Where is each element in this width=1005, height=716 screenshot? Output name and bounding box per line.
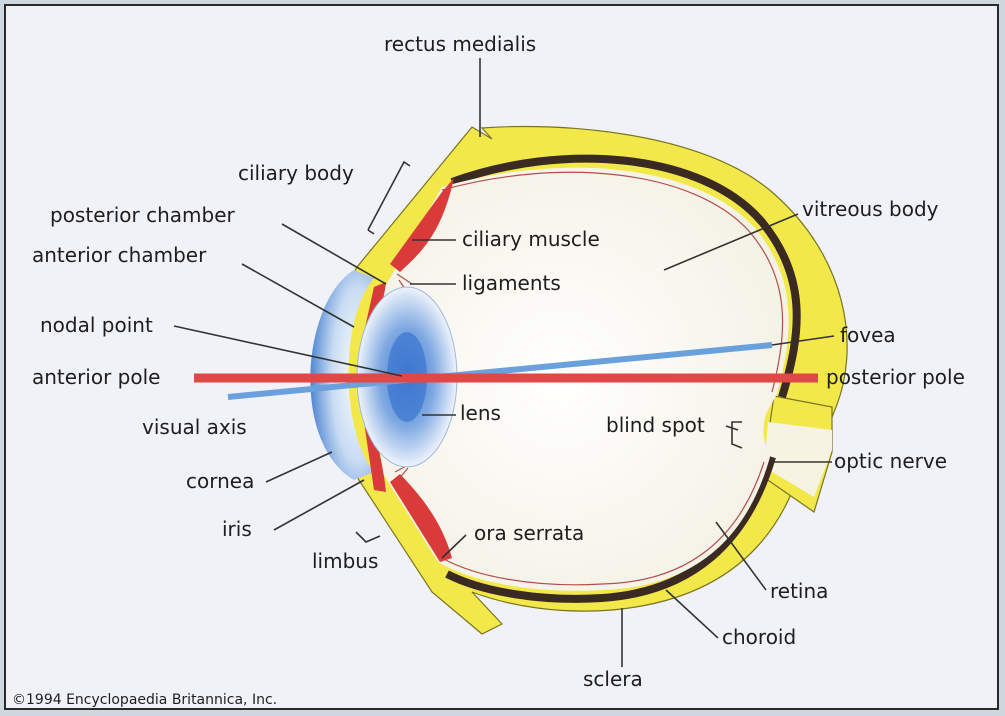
label-ciliary-body: ciliary body bbox=[238, 161, 354, 185]
label-vitreous-body: vitreous body bbox=[802, 197, 939, 221]
label-optic-nerve: optic nerve bbox=[834, 449, 947, 473]
label-posterior-pole: posterior pole bbox=[826, 365, 965, 389]
label-nodal-point: nodal point bbox=[40, 313, 153, 337]
label-iris: iris bbox=[222, 517, 252, 541]
label-posterior-chamber: posterior chamber bbox=[50, 203, 236, 227]
label-blind-spot: blind spot bbox=[606, 413, 705, 437]
label-anterior-pole: anterior pole bbox=[32, 365, 160, 389]
label-cornea: cornea bbox=[186, 469, 254, 493]
diagram-frame: rectus medialis ciliary body posterior c… bbox=[4, 4, 999, 710]
label-ligaments: ligaments bbox=[462, 271, 561, 295]
label-lens: lens bbox=[460, 401, 501, 425]
label-sclera: sclera bbox=[583, 667, 643, 691]
label-retina: retina bbox=[770, 579, 828, 603]
label-fovea: fovea bbox=[840, 323, 896, 347]
eye-diagram: rectus medialis ciliary body posterior c… bbox=[6, 6, 1001, 712]
limbus-bracket bbox=[356, 532, 380, 542]
label-ora-serrata: ora serrata bbox=[474, 521, 584, 545]
label-limbus: limbus bbox=[312, 549, 378, 573]
label-rectus-medialis: rectus medialis bbox=[384, 32, 536, 56]
label-visual-axis: visual axis bbox=[142, 415, 247, 439]
label-choroid: choroid bbox=[722, 625, 796, 649]
label-anterior-chamber: anterior chamber bbox=[32, 243, 207, 267]
label-ciliary-muscle: ciliary muscle bbox=[462, 227, 600, 251]
copyright-notice: ©1994 Encyclopaedia Britannica, Inc. bbox=[12, 692, 277, 708]
